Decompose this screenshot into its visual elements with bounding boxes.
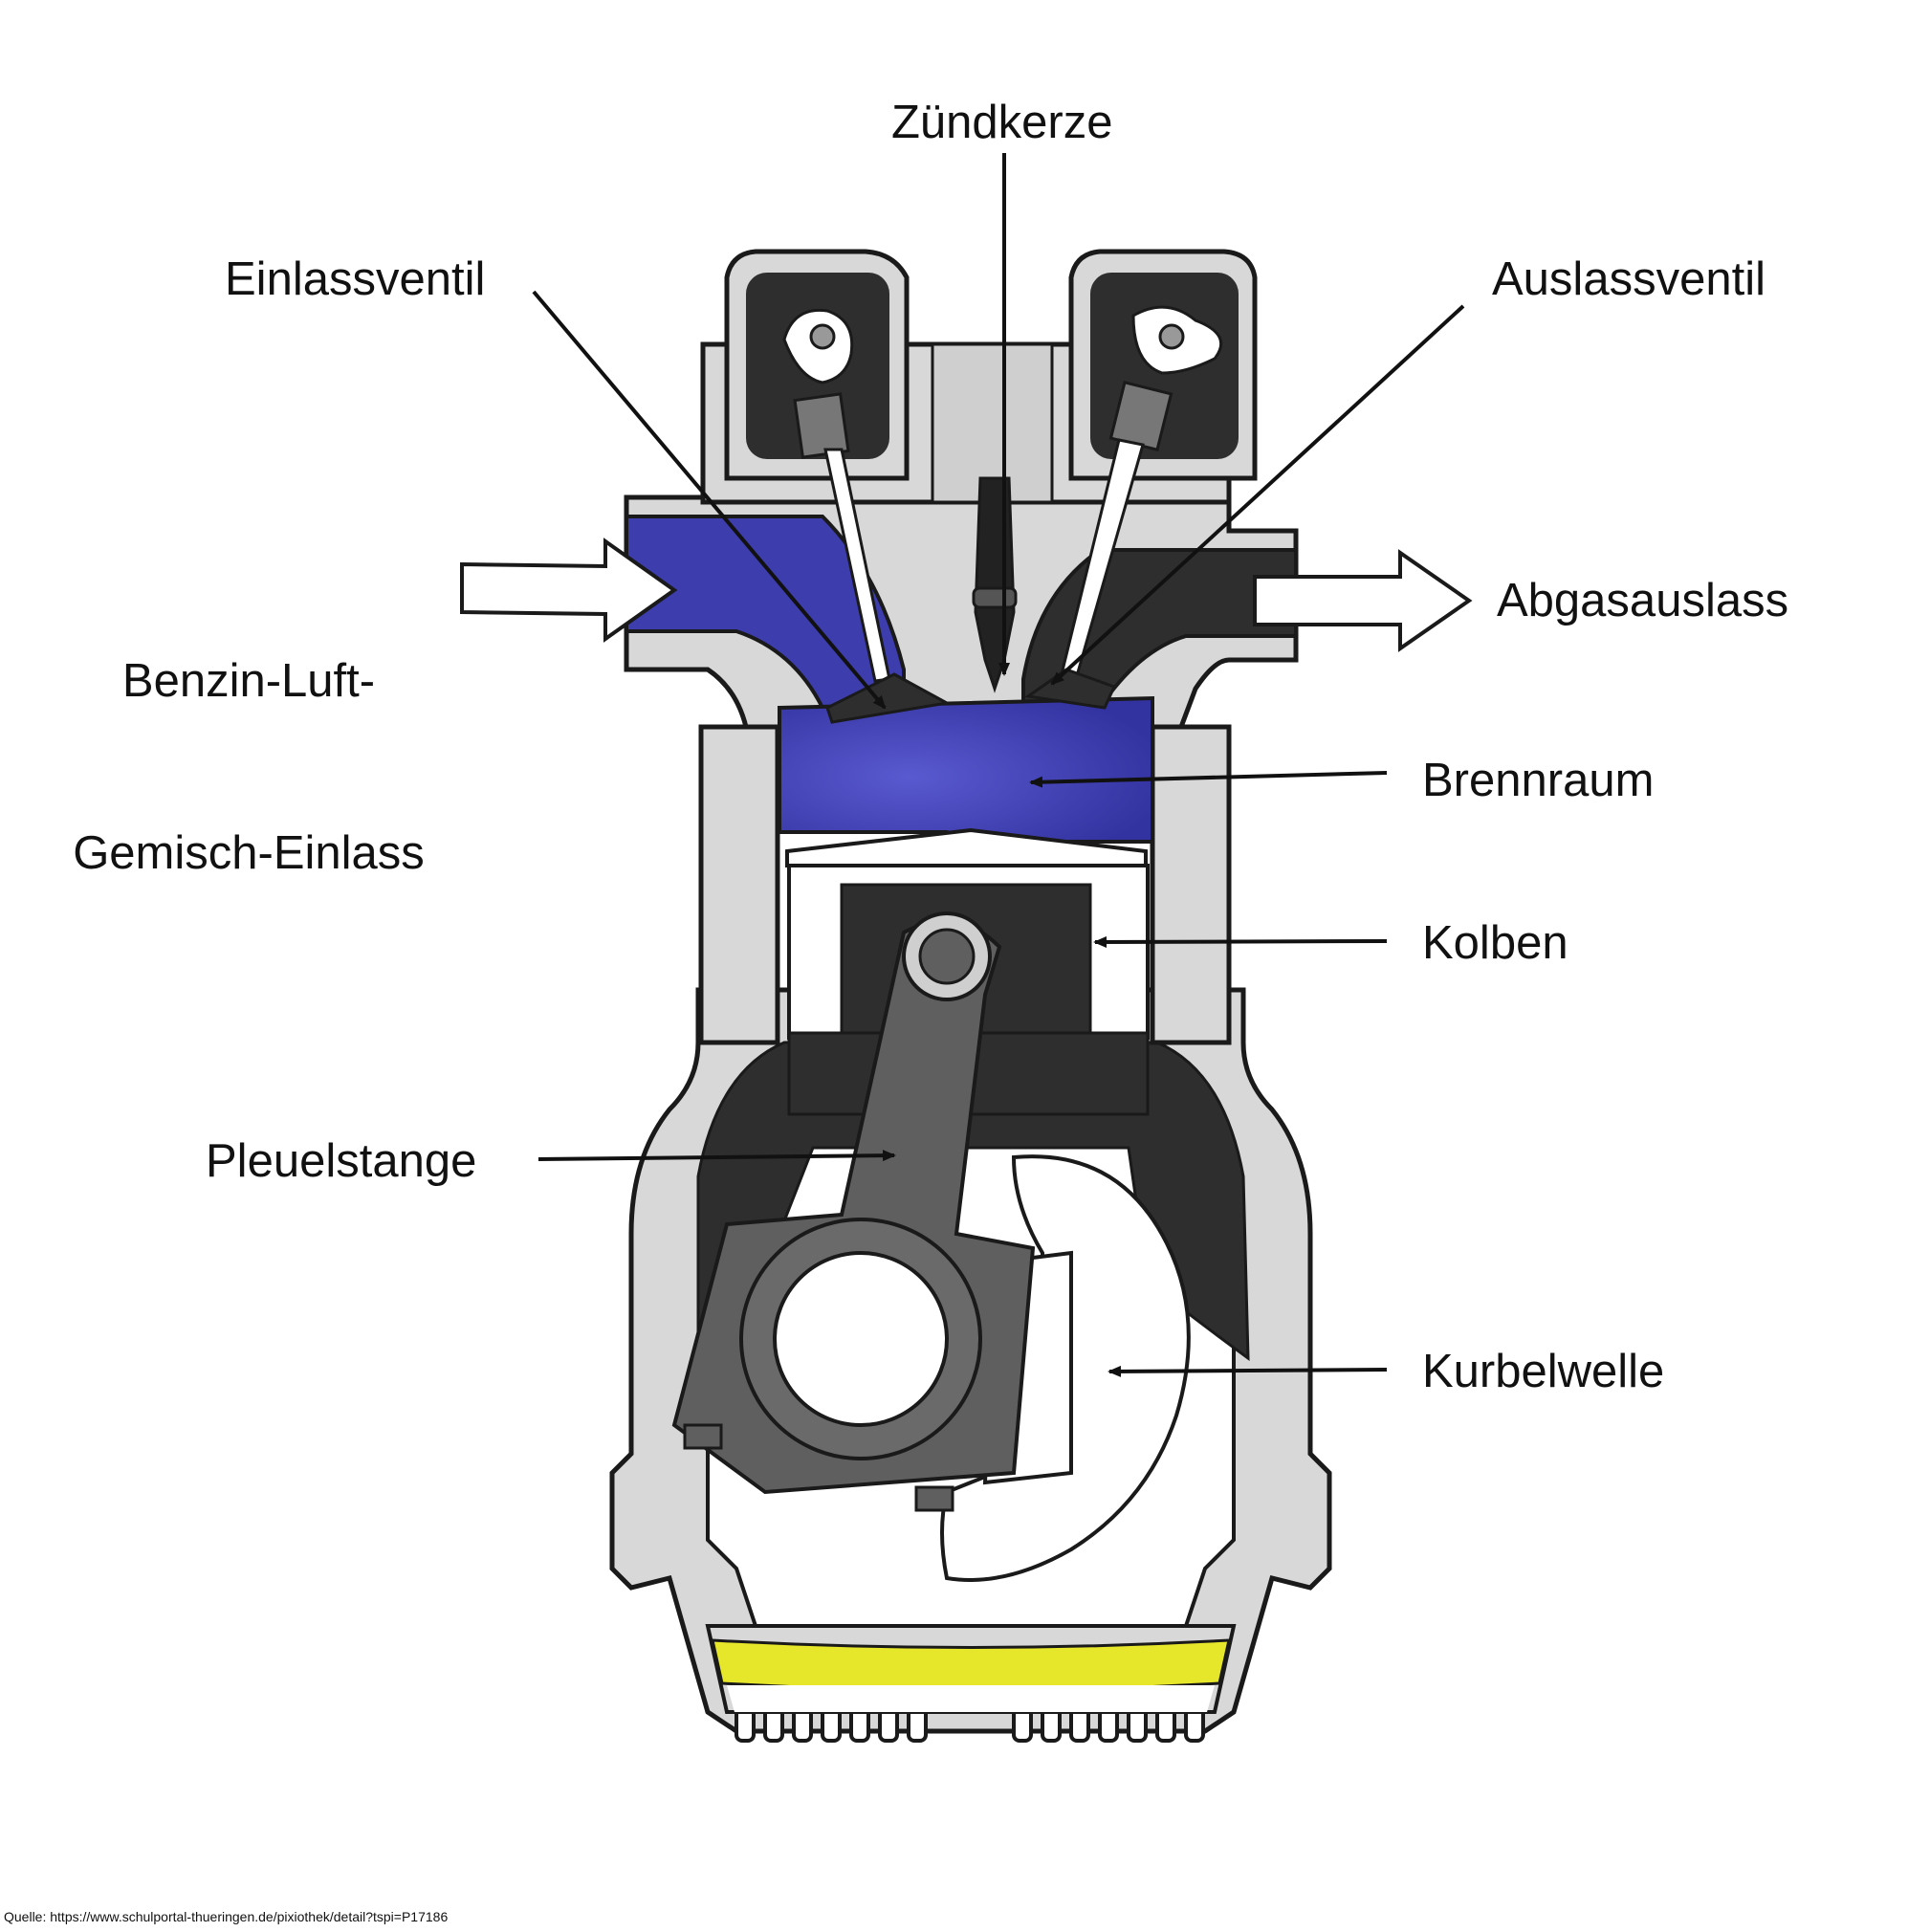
crank-pin — [773, 1251, 949, 1427]
label-zuendkerze: Zündkerze — [891, 97, 1113, 148]
label-brennraum: Brennraum — [1422, 755, 1655, 806]
label-kolben: Kolben — [1422, 917, 1568, 969]
exhaust-arrow-icon — [1253, 549, 1473, 652]
intake-valve — [793, 392, 952, 724]
intake-arrow-icon — [460, 538, 678, 643]
label-einlassventil: Einlassventil — [225, 253, 486, 305]
leader-lines — [532, 153, 1465, 1377]
oil-pan-inner — [727, 1685, 1215, 1712]
rod-bolt-left — [683, 1423, 723, 1450]
label-abgasauslass: Abgasauslass — [1497, 575, 1789, 626]
label-einlass-line1: Benzin-Luft- — [121, 655, 376, 707]
label-einlass-line2: Gemisch-Einlass — [73, 827, 425, 879]
leader-kolben — [1093, 935, 1388, 948]
oil-level — [711, 1638, 1231, 1692]
leader-pleuelstange — [537, 1150, 896, 1162]
source-credit: Quelle: https://www.schulportal-thuering… — [4, 1909, 449, 1924]
cylinder-wall-right — [1150, 724, 1232, 1045]
piston-pin-core — [918, 928, 976, 985]
cylinder-wall-left — [698, 724, 780, 1045]
rod-bolt-right — [914, 1485, 954, 1512]
leader-einlassventil — [532, 290, 887, 710]
exhaust-valve — [1024, 381, 1173, 710]
leader-kurbelwelle — [1108, 1365, 1388, 1377]
spark-plug-tip — [972, 586, 1018, 609]
leader-brennraum — [1029, 771, 1388, 788]
label-einlass: Benzin-Luft- Gemisch-Einlass — [53, 538, 445, 939]
leader-auslassventil — [1050, 304, 1465, 686]
label-kurbelwelle: Kurbelwelle — [1422, 1346, 1665, 1397]
cam-left-hub — [809, 323, 836, 350]
spark-plug-bore — [931, 342, 1054, 504]
label-auslassventil: Auslassventil — [1492, 253, 1765, 305]
label-pleuelstange: Pleuelstange — [206, 1135, 477, 1187]
cam-right-hub — [1158, 323, 1185, 350]
